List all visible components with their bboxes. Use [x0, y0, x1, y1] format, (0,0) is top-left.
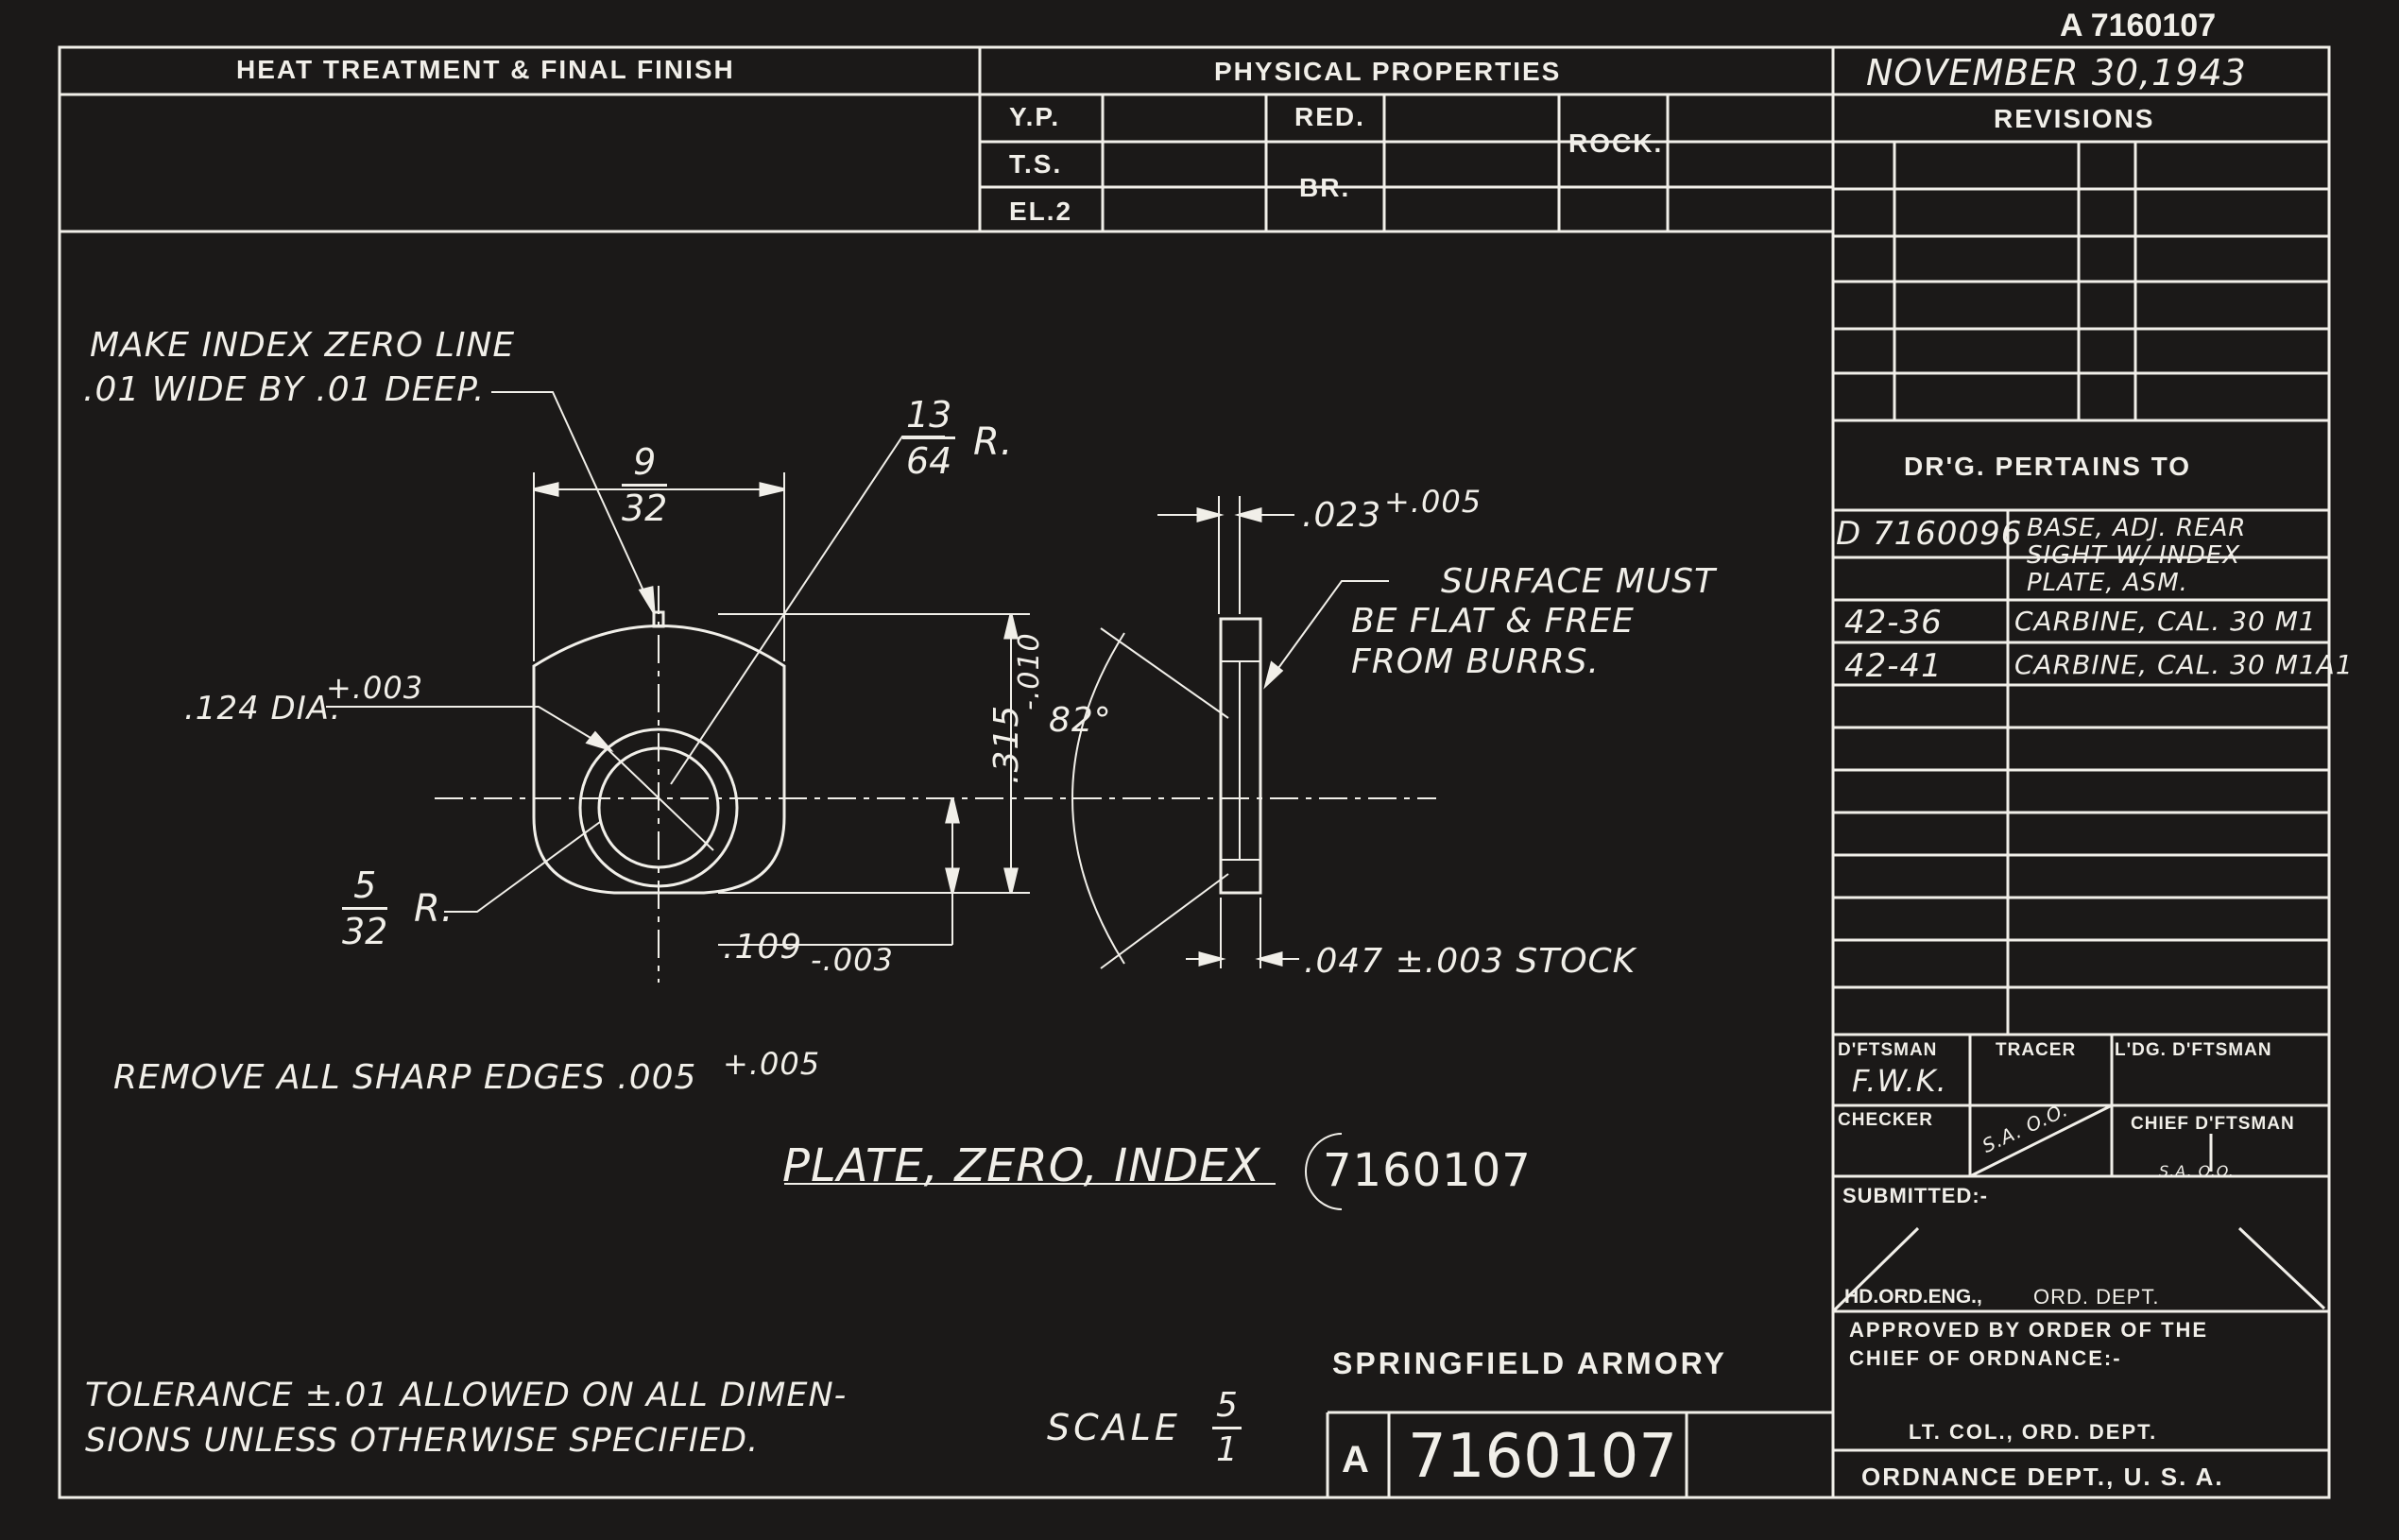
part-number-circled: 7160107: [1323, 1144, 1532, 1197]
pertains-desc-1a: BASE, ADJ. REAR: [2027, 514, 2247, 542]
pertains-desc-1b: SIGHT W/ INDEX: [2027, 541, 2241, 570]
part-side-view: [1071, 496, 1389, 969]
chief-signature: S.A. O.O.: [2159, 1162, 2235, 1180]
submitted-label: SUBMITTED:-: [1842, 1184, 1988, 1207]
scale-fraction: 5 1: [1212, 1389, 1242, 1467]
dim-corner-r: R.: [414, 887, 454, 931]
part-title: PLATE, ZERO, INDEX: [782, 1139, 1261, 1192]
dim-corner-fraction: 5 32: [342, 867, 388, 952]
checker-label: CHECKER: [1838, 1110, 1933, 1130]
ldg-dftsman-label: L'DG. D'FTSMAN: [2115, 1040, 2272, 1060]
lt-col-line: LT. COL., ORD. DEPT.: [1909, 1420, 2158, 1444]
dim-width-num: 9: [622, 444, 668, 487]
pertains-desc-3: CARBINE, CAL. 30 M1A1: [2014, 649, 2354, 680]
surface-note-1: SURFACE MUST: [1441, 562, 1717, 601]
prop-br: BR.: [1299, 173, 1351, 202]
dim-arc-fraction: 13 64: [902, 397, 956, 482]
prop-el: EL.2: [1009, 197, 1073, 226]
prop-red: RED.: [1294, 102, 1365, 131]
pertains-desc-1c: PLATE, ASM.: [2027, 569, 2188, 597]
dim-corner-den: 32: [342, 911, 388, 952]
drawing-number-top: A 7160107: [2060, 8, 2217, 43]
dim-step: .023: [1302, 496, 1382, 535]
dim-height: .315: [987, 704, 1026, 784]
dim-offset-tol: -.003: [811, 942, 894, 978]
approved-line-1: APPROVED BY ORDER OF THE: [1849, 1318, 2209, 1342]
dftsman-label: D'FTSMAN: [1838, 1040, 1938, 1060]
approved-line-2: CHIEF OF ORDNANCE:-: [1849, 1346, 2122, 1370]
pertains-code-1: D 7160096: [1836, 515, 2023, 553]
dim-arc-r: R.: [973, 420, 1014, 464]
dim-width-fraction: 9 32: [622, 444, 668, 529]
springfield-armory: SPRINGFIELD ARMORY: [1332, 1346, 1727, 1380]
drawing-date: NOVEMBER 30,1943: [1866, 52, 2247, 94]
dim-hole-tol: +.003: [326, 670, 424, 706]
sheet-border: [58, 45, 2331, 1499]
ordnance-dept: ORDNANCE DEPT., U. S. A.: [1861, 1463, 2224, 1491]
dim-arc-num: 13: [902, 397, 956, 439]
dim-step-tol: +.005: [1384, 484, 1482, 520]
dim-corner-num: 5: [342, 867, 388, 910]
prop-yp: Y.P.: [1009, 102, 1061, 131]
tolerance-note-1: TOLERANCE ±.01 ALLOWED ON ALL DIMEN-: [85, 1377, 848, 1414]
scale-label: SCALE: [1047, 1407, 1181, 1448]
tolerance-note-2: SIONS UNLESS OTHERWISE SPECIFIED.: [85, 1422, 760, 1460]
dim-offset: .109: [723, 928, 803, 967]
scale-num: 5: [1212, 1389, 1242, 1429]
surface-note-2: BE FLAT & FREE: [1351, 602, 1635, 641]
drawing-letter: A: [1342, 1439, 1371, 1480]
dim-width-den: 32: [622, 488, 668, 529]
dim-arc-den: 64: [906, 440, 952, 482]
pertains-code-2: 42-36: [1844, 604, 1943, 642]
index-note-line-2: .01 WIDE BY .01 DEEP.: [83, 370, 486, 409]
pertains-heading: DR'G. PERTAINS TO: [1904, 452, 2192, 481]
drawing-number: 7160107: [1408, 1422, 1678, 1492]
ord-dept: ORD. DEPT.: [2033, 1285, 2160, 1309]
dim-stock: .047 ±.003 STOCK: [1304, 942, 1636, 981]
prop-ts: T.S.: [1009, 149, 1063, 179]
dftsman-signature: F.W.K.: [1852, 1063, 1947, 1099]
pertains-desc-2: CARBINE, CAL. 30 M1: [2014, 606, 2317, 637]
chief-dftsman-label: CHIEF D'FTSMAN: [2131, 1114, 2295, 1134]
part-front-view: [326, 391, 1436, 983]
remove-edges-note: REMOVE ALL SHARP EDGES .005: [113, 1058, 697, 1097]
tracer-label: TRACER: [1996, 1040, 2077, 1060]
dim-height-tol: -.010: [1013, 632, 1046, 710]
physical-properties-heading: PHYSICAL PROPERTIES: [1214, 57, 1562, 86]
hd-ord-eng: HD.ORD.ENG.,: [1844, 1286, 1982, 1308]
pertains-code-3: 42-41: [1844, 647, 1943, 685]
dim-hole-dia: .124 DIA.: [184, 690, 342, 727]
prop-rock: ROCK.: [1568, 128, 1664, 158]
revisions-heading: REVISIONS: [1994, 104, 2155, 133]
heat-treatment-heading: HEAT TREATMENT & FINAL FINISH: [236, 55, 735, 84]
scale-den: 1: [1216, 1430, 1238, 1469]
remove-edges-tol: +.005: [723, 1046, 821, 1082]
dim-angle: 82°: [1049, 701, 1112, 740]
surface-note-3: FROM BURRS.: [1351, 642, 1600, 681]
index-note-line-1: MAKE INDEX ZERO LINE: [90, 326, 516, 365]
